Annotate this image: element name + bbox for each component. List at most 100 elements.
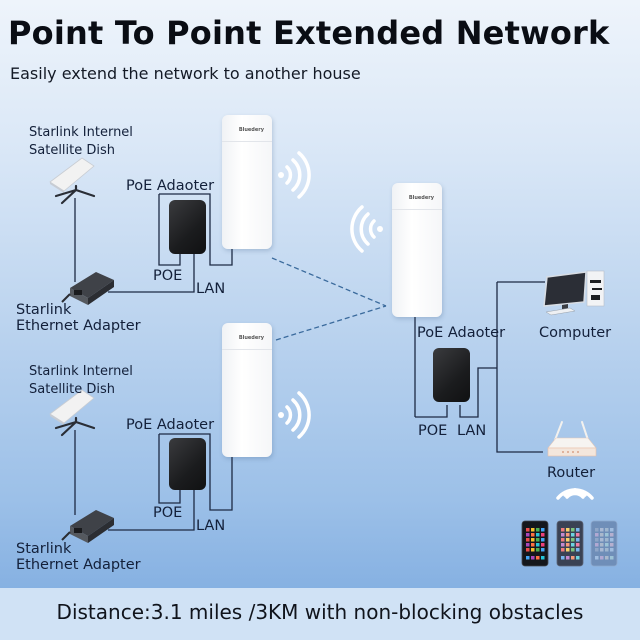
- satellite-dish-icon-bottom: [49, 389, 96, 437]
- app-tile: [595, 538, 599, 542]
- ethernet-adapter-label-top: Starlink Ethernet Adapter: [16, 302, 141, 334]
- app-tile: [595, 533, 599, 537]
- app-tile: [605, 548, 609, 552]
- phone-icon-2: [556, 520, 584, 567]
- footer-band: [0, 588, 640, 640]
- page-subtitle: Easily extend the network to another hou…: [10, 64, 361, 83]
- app-tile: [600, 543, 604, 547]
- dock-tile: [595, 556, 599, 560]
- dock-tile: [605, 556, 609, 560]
- dock-tile: [571, 556, 575, 560]
- app-tile: [610, 543, 614, 547]
- ethernet-adapter-icon-top: [61, 272, 114, 305]
- app-tile: [561, 538, 565, 542]
- lan-port-label-bottom: LAN: [196, 518, 226, 534]
- app-tile: [605, 533, 609, 537]
- dock-tile: [531, 556, 535, 560]
- ethernet-adapter-line1: Starlink: [16, 541, 72, 557]
- app-tile: [600, 548, 604, 552]
- app-tile: [541, 548, 545, 552]
- app-tile: [541, 543, 545, 547]
- app-tile: [605, 543, 609, 547]
- app-tile: [595, 543, 599, 547]
- app-tile: [566, 528, 570, 532]
- computer-label: Computer: [539, 325, 612, 341]
- computer-icon: [543, 270, 605, 316]
- wifi-waves-icon-router: [556, 488, 594, 500]
- wifi-waves-icon-left-top: [278, 151, 311, 199]
- dish-label-bottom: Starlink Internel Satellite Dish: [29, 364, 133, 397]
- app-tile: [561, 548, 565, 552]
- app-tile: [600, 528, 604, 532]
- cpe-unit-left-bottom: Bluedery: [222, 323, 272, 457]
- cpe-brand: Bluedery: [408, 195, 434, 201]
- lan-port-label-top: LAN: [196, 281, 226, 297]
- app-tile: [561, 528, 565, 532]
- app-tile: [526, 548, 530, 552]
- poe-port-label-top: POE: [153, 268, 183, 284]
- app-tile: [536, 538, 540, 542]
- app-tile: [605, 538, 609, 542]
- router-label: Router: [547, 465, 596, 481]
- app-tile: [526, 533, 530, 537]
- dock-tile: [541, 556, 545, 560]
- distance-caption: Distance:3.1 miles /3KM with non-blockin…: [56, 600, 584, 624]
- cpe-brand: Bluedery: [238, 335, 264, 341]
- app-tile: [531, 548, 535, 552]
- wifi-waves-icon-right: [350, 205, 383, 253]
- dock-tile: [610, 556, 614, 560]
- app-tile: [571, 538, 575, 542]
- app-tile: [566, 548, 570, 552]
- app-tile: [610, 533, 614, 537]
- app-tile: [536, 548, 540, 552]
- app-tile: [531, 533, 535, 537]
- dock-tile: [526, 556, 530, 560]
- app-tile: [536, 533, 540, 537]
- app-tile: [531, 538, 535, 542]
- app-tile: [526, 538, 530, 542]
- app-tile: [541, 538, 545, 542]
- app-tile: [541, 533, 545, 537]
- ethernet-adapter-label-bottom: Starlink Ethernet Adapter: [16, 541, 141, 573]
- app-tile: [576, 543, 580, 547]
- app-tile: [531, 543, 535, 547]
- app-tile: [576, 533, 580, 537]
- dish-label-line2: Satellite Dish: [29, 143, 116, 158]
- wiring-left-bottom: [74, 430, 233, 531]
- wireless-link-bottom: [275, 305, 387, 341]
- poe-port-label-bottom: POE: [153, 505, 183, 521]
- poe-adapter-icon-right: [433, 348, 470, 402]
- cpe-brand: Bluedery: [238, 127, 264, 133]
- app-tile: [610, 548, 614, 552]
- app-tile: [566, 543, 570, 547]
- poe-adapter-label-right: PoE Adaoter: [417, 325, 506, 341]
- poe-adapter-icon-left-bottom: [169, 438, 206, 490]
- app-tile: [576, 548, 580, 552]
- app-tile: [571, 533, 575, 537]
- app-tile: [600, 533, 604, 537]
- lan-port-label-right: LAN: [457, 423, 487, 439]
- app-tile: [600, 538, 604, 542]
- dock-tile: [576, 556, 580, 560]
- ethernet-adapter-line2: Ethernet Adapter: [16, 557, 141, 573]
- satellite-dish-icon-top: [49, 157, 96, 205]
- dish-label-line1: Starlink Internel: [29, 364, 133, 379]
- app-tile: [541, 528, 545, 532]
- app-tile: [610, 528, 614, 532]
- app-tile: [610, 538, 614, 542]
- poe-adapter-label-top: PoE Adaoter: [126, 178, 215, 194]
- poe-adapter-label-bottom: PoE Adaoter: [126, 417, 215, 433]
- app-tile: [571, 528, 575, 532]
- app-tile: [526, 543, 530, 547]
- app-tile: [566, 538, 570, 542]
- app-tile: [561, 543, 565, 547]
- dock-tile: [536, 556, 540, 560]
- app-tile: [571, 548, 575, 552]
- cpe-unit-left-top: Bluedery: [222, 115, 272, 249]
- app-tile: [561, 533, 565, 537]
- app-tile: [566, 533, 570, 537]
- app-tile: [595, 528, 599, 532]
- app-tile: [526, 528, 530, 532]
- wireless-link-top: [271, 257, 387, 307]
